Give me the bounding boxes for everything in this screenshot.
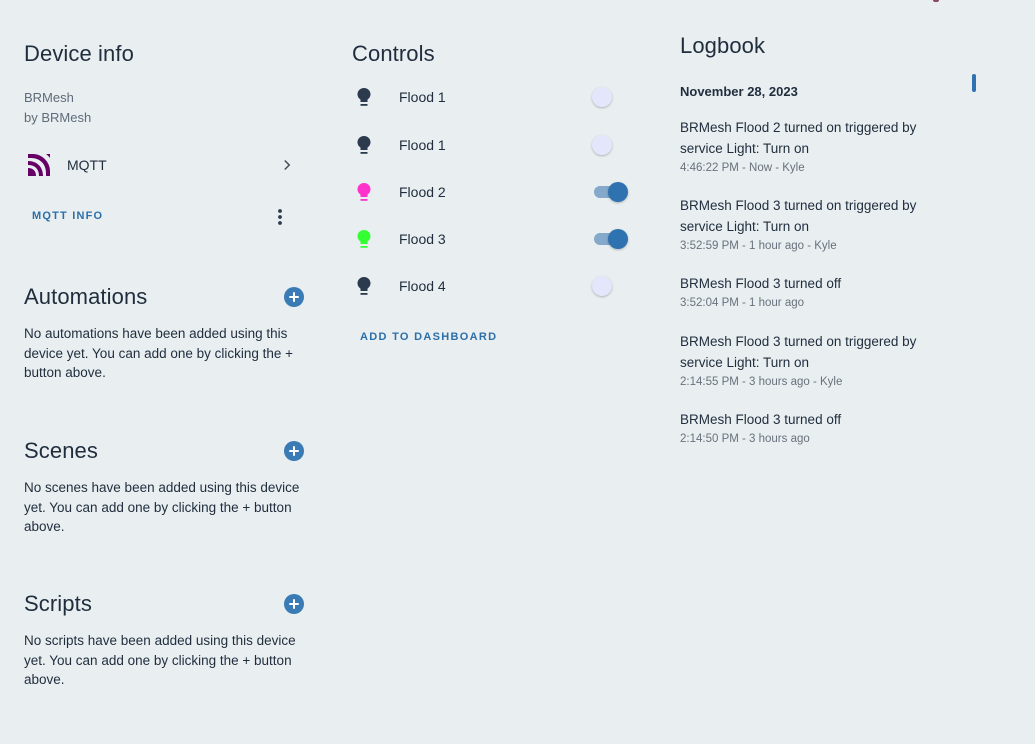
logbook-message: BRMesh Flood 3 turned off — [680, 276, 842, 291]
scripts-empty-text: No scripts have been added using this de… — [24, 633, 296, 687]
control-row: Flood 2 — [352, 176, 642, 208]
toggle-thumb — [592, 135, 612, 155]
device-model-info: BRMesh by BRMesh — [24, 88, 91, 128]
add-script-button[interactable] — [284, 594, 304, 614]
logbook-message: BRMesh Flood 2 turned on triggered by se… — [680, 120, 917, 156]
lightbulb-icon[interactable] — [352, 180, 376, 204]
integration-mqtt-row[interactable]: MQTT — [24, 149, 304, 181]
add-automation-button[interactable] — [284, 287, 304, 307]
toggle-thumb — [608, 229, 628, 249]
toggle-thumb — [592, 276, 612, 296]
dots-vertical-icon[interactable] — [270, 207, 290, 227]
lightbulb-icon[interactable] — [352, 133, 376, 157]
control-label[interactable]: Flood 2 — [399, 184, 446, 200]
control-label[interactable]: Flood 1 — [399, 89, 446, 105]
chevron-right-icon — [284, 159, 291, 171]
logbook-entry[interactable]: BRMesh Flood 2 turned on triggered by se… — [680, 117, 940, 177]
control-label[interactable]: Flood 3 — [399, 231, 446, 247]
scenes-title: Scenes — [24, 438, 98, 463]
toggle-switch[interactable] — [592, 276, 628, 296]
device-manufacturer: by BRMesh — [24, 110, 92, 125]
toggle-switch[interactable] — [592, 135, 628, 155]
control-row: Flood 4 — [352, 270, 642, 302]
toggle-switch[interactable] — [592, 229, 628, 249]
controls-title: Controls — [352, 41, 435, 66]
logbook-scrollbar[interactable] — [972, 74, 976, 92]
add-scene-button[interactable] — [284, 441, 304, 461]
lightbulb-icon[interactable] — [352, 227, 376, 251]
automations-title: Automations — [24, 284, 148, 309]
control-row: Flood 3 — [352, 223, 642, 255]
logbook-timestamp: 3:52:59 PM - 1 hour ago - Kyle — [680, 240, 837, 252]
logbook-message: BRMesh Flood 3 turned off — [680, 412, 842, 427]
mqtt-icon — [27, 153, 51, 177]
logbook-timestamp: 3:52:04 PM - 1 hour ago — [680, 297, 805, 309]
logbook-timestamp: 2:14:55 PM - 3 hours ago - Kyle — [680, 376, 843, 388]
logbook-entry[interactable]: BRMesh Flood 3 turned on triggered by se… — [680, 195, 940, 255]
logbook-message: BRMesh Flood 3 turned on triggered by se… — [680, 334, 917, 370]
toggle-switch[interactable] — [592, 182, 628, 202]
logbook-timestamp: 4:46:22 PM - Now - Kyle — [680, 162, 805, 174]
device-info-title: Device info — [24, 41, 134, 66]
control-row: Flood 1 — [352, 81, 642, 113]
scenes-empty-text: No scenes have been added using this dev… — [24, 480, 300, 534]
logbook-message: BRMesh Flood 3 turned on triggered by se… — [680, 198, 917, 234]
logbook-date: November 28, 2023 — [680, 84, 798, 99]
toggle-thumb — [592, 87, 612, 107]
notification-dot — [933, 0, 939, 2]
toggle-switch[interactable] — [592, 87, 628, 107]
logbook-title: Logbook — [680, 33, 766, 58]
logbook-entry[interactable]: BRMesh Flood 3 turned off 2:14:50 PM - 3 … — [680, 409, 940, 448]
logbook-entry[interactable]: BRMesh Flood 3 turned off 3:52:04 PM - 1 … — [680, 273, 940, 312]
automations-empty-text: No automations have been added using thi… — [24, 326, 294, 380]
logbook-entry[interactable]: BRMesh Flood 3 turned on triggered by se… — [680, 331, 940, 391]
control-row: Flood 1 — [352, 129, 642, 161]
device-model: BRMesh — [24, 90, 74, 105]
logbook-timestamp: 2:14:50 PM - 3 hours ago — [680, 433, 810, 445]
mqtt-info-button[interactable]: MQTT INFO — [32, 210, 104, 222]
integration-label: MQTT — [67, 157, 107, 173]
control-label[interactable]: Flood 1 — [399, 137, 446, 153]
scripts-title: Scripts — [24, 591, 92, 616]
toggle-thumb — [608, 182, 628, 202]
control-label[interactable]: Flood 4 — [399, 278, 446, 294]
lightbulb-icon[interactable] — [352, 85, 376, 109]
add-to-dashboard-button[interactable]: ADD TO DASHBOARD — [360, 331, 498, 343]
lightbulb-icon[interactable] — [352, 274, 376, 298]
